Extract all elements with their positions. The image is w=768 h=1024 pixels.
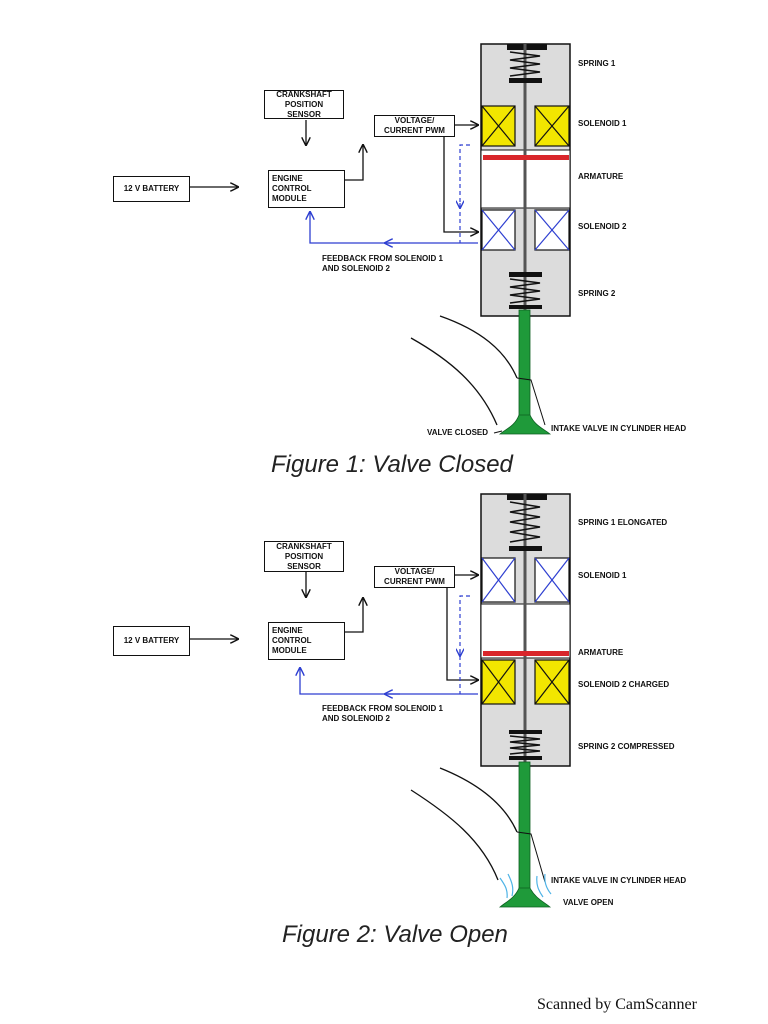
feedback-label: FEEDBACK FROM SOLENOID 1 AND SOLENOID 2	[322, 254, 443, 273]
intake-valve-label: INTAKE VALVE IN CYLINDER HEAD	[551, 424, 687, 433]
solenoid-1-label: SOLENOID 1	[578, 119, 627, 128]
scanner-footer: Scanned by CamScanner	[537, 996, 697, 1013]
crankshaft-sensor-label: CRANKSHAFT POSITION SENSOR	[276, 89, 332, 119]
spring-1-label: SPRING 1 ELONGATED	[578, 518, 668, 527]
valve-state-label: VALVE OPEN	[563, 898, 614, 907]
armature-plate	[483, 155, 569, 160]
solenoid-2-coil-right	[534, 659, 570, 705]
intake-valve-label: INTAKE VALVE IN CYLINDER HEAD	[551, 876, 687, 885]
spring-2-label: SPRING 2 COMPRESSED	[578, 742, 675, 751]
solenoid-2-label: SOLENOID 2 CHARGED	[578, 680, 670, 689]
solenoid-2-coil-left	[481, 209, 516, 251]
cylinder-head-curve	[439, 767, 518, 833]
ecm-box: ENGINE CONTROL MODULE	[268, 170, 345, 208]
figure-1-caption: Figure 1: Valve Closed	[271, 451, 513, 478]
valve-stem	[518, 761, 531, 898]
figure-2-caption: Figure 2: Valve Open	[282, 921, 508, 948]
valve-head	[498, 887, 552, 908]
solenoid-2-label: SOLENOID 2	[578, 222, 627, 231]
armature-label: ARMATURE	[578, 648, 624, 657]
solenoid-2-coil-left	[481, 659, 516, 705]
solenoid-1-coil-right	[534, 105, 570, 147]
solenoid-2-coil-right	[534, 209, 570, 251]
solenoid-1-label: SOLENOID 1	[578, 571, 627, 580]
spring-2-label: SPRING 2	[578, 289, 616, 298]
valve-state-label: VALVE CLOSED	[427, 428, 489, 437]
battery-label: 12 V BATTERY	[123, 636, 180, 645]
spring-2-coil	[509, 278, 541, 304]
top-cap	[507, 494, 547, 500]
battery-box: 12 V BATTERY	[113, 176, 190, 202]
intake-flow-arrows	[499, 873, 552, 899]
armature-label: ARMATURE	[578, 172, 624, 181]
solenoid-1-coil-left	[481, 105, 516, 147]
crankshaft-sensor-box: CRANKSHAFT POSITION SENSOR	[264, 541, 344, 572]
pwm-label: VOLTAGE/ CURRENT PWM	[384, 116, 445, 135]
spring-2-coil	[509, 735, 541, 755]
ecm-box: ENGINE CONTROL MODULE	[268, 622, 345, 660]
pwm-box: VOLTAGE/ CURRENT PWM	[374, 566, 455, 588]
pwm-label: VOLTAGE/ CURRENT PWM	[384, 567, 445, 586]
pwm-box: VOLTAGE/ CURRENT PWM	[374, 115, 455, 137]
top-cap	[507, 44, 547, 50]
solenoid-1-coil-left	[481, 557, 516, 603]
cylinder-head-curve	[439, 315, 518, 379]
solenoid-1-coil-right	[534, 557, 570, 603]
battery-label: 12 V BATTERY	[123, 184, 180, 193]
ecm-label: ENGINE CONTROL MODULE	[272, 174, 312, 203]
armature-plate	[483, 651, 569, 656]
spring-1-coil	[509, 51, 541, 77]
ecm-label: ENGINE CONTROL MODULE	[272, 626, 312, 655]
crankshaft-sensor-box: CRANKSHAFT POSITION SENSOR	[264, 90, 344, 119]
feedback-label: FEEDBACK FROM SOLENOID 1 AND SOLENOID 2	[322, 704, 443, 723]
spring-1-coil	[509, 501, 541, 543]
crankshaft-sensor-label: CRANKSHAFT POSITION SENSOR	[276, 541, 332, 571]
battery-box: 12 V BATTERY	[113, 626, 190, 656]
valve-head	[498, 414, 552, 435]
spring-1-label: SPRING 1	[578, 59, 616, 68]
